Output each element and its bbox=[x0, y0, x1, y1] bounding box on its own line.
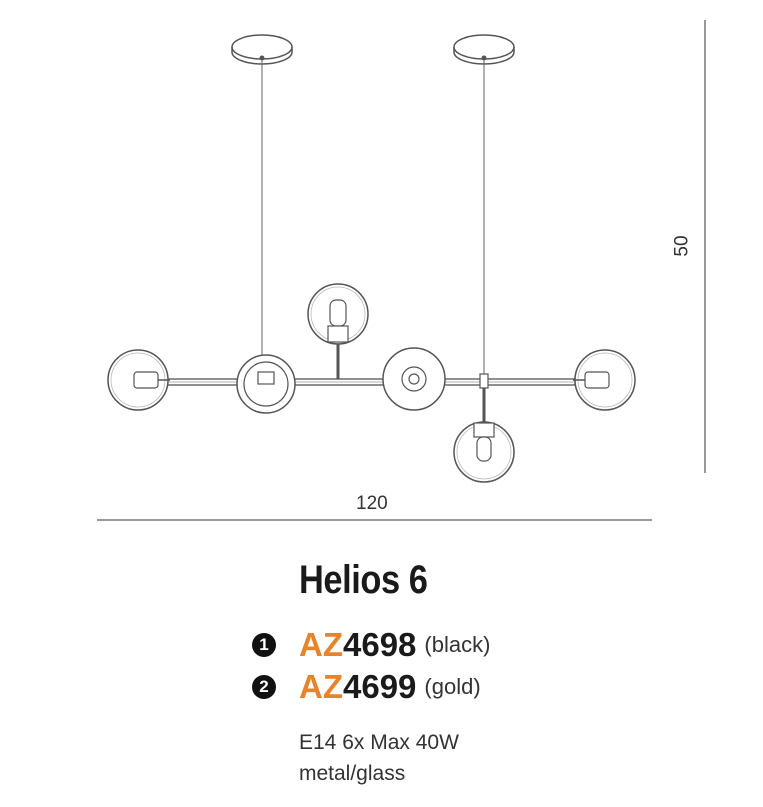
variant-finish: (gold) bbox=[424, 674, 481, 699]
variant-row: 1 AZ 4698 (black) bbox=[252, 626, 491, 663]
ceiling-canopy-left bbox=[231, 34, 293, 65]
product-code-prefix: AZ bbox=[299, 668, 343, 705]
variant-row: 2 AZ 4699 (gold) bbox=[252, 668, 481, 705]
product-title: Helios 6 bbox=[299, 558, 428, 602]
globe-bottom bbox=[453, 385, 515, 483]
ceiling-canopy-right bbox=[453, 34, 515, 65]
spec-line-material: metal/glass bbox=[299, 762, 406, 785]
variant-number-badge: 1 bbox=[252, 633, 276, 657]
product-code-prefix: AZ bbox=[299, 626, 343, 663]
globe-front-left bbox=[236, 354, 296, 414]
width-dimension-label: 120 bbox=[356, 493, 388, 514]
globe-top bbox=[307, 283, 369, 379]
globe-front-center bbox=[382, 347, 446, 411]
product-code-number: 4699 bbox=[343, 668, 417, 705]
lamp-technical-drawing bbox=[97, 20, 706, 521]
height-dimension-label: 50 bbox=[671, 235, 693, 257]
product-code-number: 4698 bbox=[343, 626, 417, 663]
variant-finish: (black) bbox=[424, 632, 491, 657]
globe-left bbox=[107, 349, 170, 411]
globe-right bbox=[573, 349, 636, 411]
main-bar bbox=[164, 378, 576, 386]
variant-number-badge: 2 bbox=[252, 675, 276, 699]
spec-line-bulb: E14 6x Max 40W bbox=[299, 731, 459, 754]
bar-joint bbox=[479, 373, 489, 389]
